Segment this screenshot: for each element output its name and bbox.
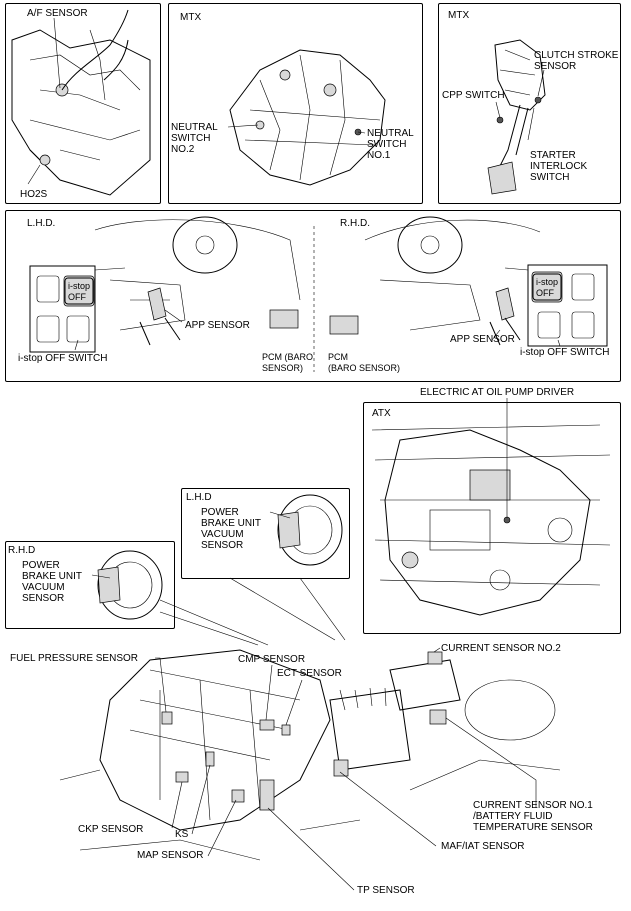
starter-interlock-switch-label: STARTER INTERLOCK SWITCH bbox=[530, 150, 588, 183]
pcm-baro-left-label: PCM (BARO SENSOR) bbox=[262, 352, 314, 373]
panel-rhd-booster bbox=[5, 541, 175, 629]
tp-sensor-label: TP SENSOR bbox=[357, 885, 415, 896]
rhd-cabin-drawing bbox=[329, 216, 608, 347]
pcm-baro-right-label: PCM (BARO SENSOR) bbox=[328, 352, 401, 373]
map-sensor-label: MAP SENSOR bbox=[137, 850, 204, 861]
mtx-tag-transmission: MTX bbox=[180, 12, 202, 23]
lhd-booster-tag: L.H.D bbox=[186, 492, 212, 503]
clutch-stroke-sensor-label: CLUTCH STROKE SENSOR bbox=[534, 50, 619, 72]
lhd-cabin-drawing bbox=[29, 216, 315, 372]
panel-mtx-transmission bbox=[168, 3, 423, 204]
istop-off-switch-right-label: i-stop OFF SWITCH bbox=[520, 347, 610, 358]
panel-exhaust-sensors bbox=[5, 3, 161, 204]
af-sensor-label: A/F SENSOR bbox=[27, 8, 88, 19]
rhd-power-brake-vacuum-sensor-label: POWER BRAKE UNIT VACUUM SENSOR bbox=[22, 560, 83, 604]
app-sensor-right-label: APP SENSOR bbox=[450, 334, 515, 345]
current-sensor-2-label: CURRENT SENSOR NO.2 bbox=[441, 643, 561, 654]
maf-iat-sensor-label: MAF/IAT SENSOR bbox=[441, 841, 525, 852]
ho2s-label: HO2S bbox=[20, 189, 48, 200]
istop-off-switch-left-label: i-stop OFF SWITCH bbox=[18, 353, 108, 364]
atx-tag: ATX bbox=[372, 408, 391, 419]
transmission-drawing bbox=[227, 49, 386, 186]
lhd-booster-drawing bbox=[269, 494, 343, 566]
lhd-power-brake-vacuum-sensor-label: POWER BRAKE UNIT VACUUM SENSOR bbox=[201, 507, 262, 551]
neutral-switch-1-label: NEUTRAL SWITCH NO.1 bbox=[367, 128, 414, 161]
atx-engine-drawing bbox=[371, 398, 611, 616]
cmp-sensor-label: CMP SENSOR bbox=[238, 654, 306, 665]
neutral-switch-2-label: NEUTRAL SWITCH NO.2 bbox=[171, 122, 218, 155]
ckp-sensor-label: CKP SENSOR bbox=[78, 824, 144, 835]
mtx-tag-pedal: MTX bbox=[448, 10, 470, 21]
lhd-tag: L.H.D. bbox=[27, 218, 56, 229]
rhd-booster-tag: R.H.D bbox=[8, 545, 36, 556]
fuel-pressure-sensor-label: FUEL PRESSURE SENSOR bbox=[10, 653, 138, 664]
cpp-switch-label: CPP SWITCH bbox=[442, 90, 505, 101]
istop-button-right-text: i-stop OFF bbox=[536, 277, 559, 298]
engine-bay-drawing bbox=[59, 647, 561, 891]
istop-button-left-icon bbox=[64, 277, 94, 305]
panel-lhd-booster bbox=[181, 488, 350, 579]
rhd-tag: R.H.D. bbox=[340, 218, 370, 229]
ect-sensor-label: ECT SENSOR bbox=[277, 668, 342, 679]
ks-label: KS bbox=[175, 829, 189, 840]
clutch-pedal-drawing bbox=[487, 39, 546, 195]
electric-at-oil-pump-driver-label: ELECTRIC AT OIL PUMP DRIVER bbox=[420, 387, 575, 398]
current-sensor-1-battery-temp-label: CURRENT SENSOR NO.1 /BATTERY FLUID TEMPE… bbox=[473, 800, 593, 833]
istop-button-right-icon bbox=[532, 273, 562, 301]
panel-atx bbox=[363, 402, 621, 634]
panel-mtx-pedal bbox=[438, 3, 621, 204]
app-sensor-left-label: APP SENSOR bbox=[185, 320, 250, 331]
panel-cabin bbox=[5, 210, 621, 382]
istop-button-left-text: i-stop OFF bbox=[68, 281, 91, 302]
rhd-booster-drawing bbox=[91, 550, 163, 620]
exhaust-manifold-drawing bbox=[11, 9, 151, 196]
